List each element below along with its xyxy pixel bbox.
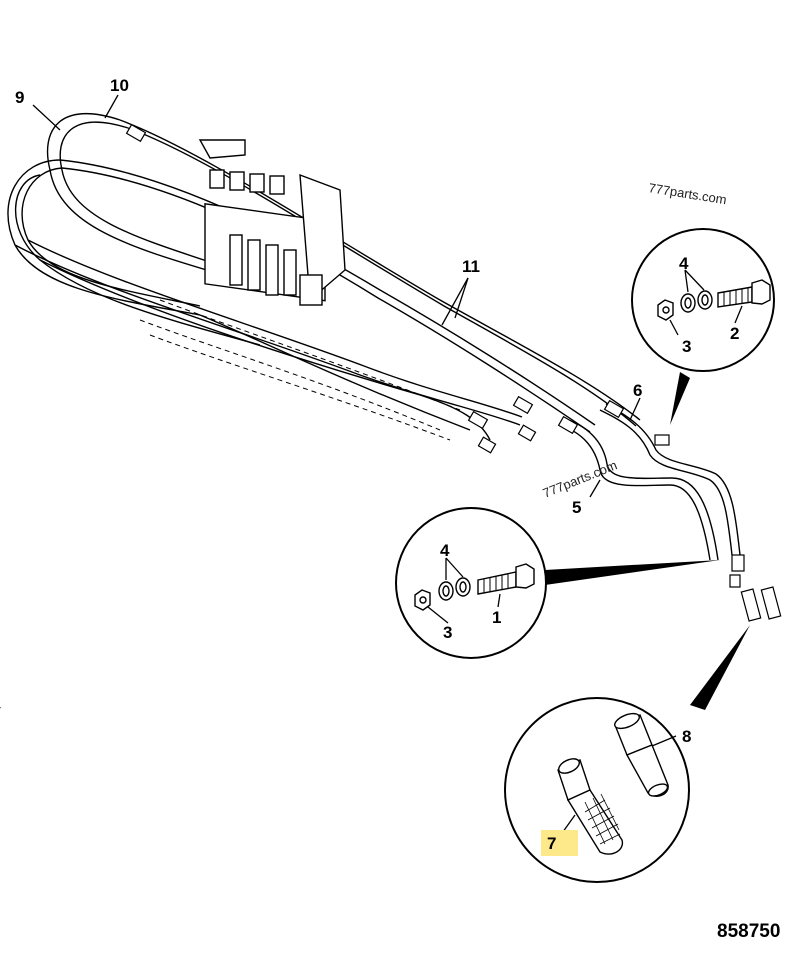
callout-1: 1 (492, 608, 501, 627)
callout-2: 2 (730, 324, 739, 343)
hose-loops (7, 113, 261, 346)
highlight-mark (541, 830, 578, 856)
callout-5: 5 (572, 498, 581, 517)
long-hoses (14, 119, 641, 441)
steel-pipes (559, 403, 741, 561)
detail-circle-bottom (504, 625, 750, 883)
hidden-hoses (139, 299, 461, 441)
watermark-top-right: 777parts.com (648, 180, 728, 207)
watermark-center: 777parts.com (541, 457, 620, 500)
callout-6: 6 (633, 381, 642, 400)
callout-3-top: 3 (682, 337, 691, 356)
diagram-number: 858750 (717, 921, 780, 942)
callout-4-middle: 4 (440, 541, 450, 560)
detail-circle-top (631, 228, 775, 425)
callout-10: 10 (110, 76, 129, 95)
callout-9: 9 (15, 88, 24, 107)
callout-8: 8 (682, 727, 691, 746)
pipe-fittings (125, 123, 782, 622)
callout-11: 11 (462, 257, 480, 276)
callout-4-top: 4 (679, 254, 689, 273)
callout-7: 7 (547, 834, 556, 853)
leader-lines (32, 94, 641, 498)
detail-circle-middle (395, 507, 720, 659)
control-valve-block (198, 139, 346, 306)
watermark-left-edge: 777pa (0, 697, 3, 724)
callout-3-middle: 3 (443, 623, 452, 642)
